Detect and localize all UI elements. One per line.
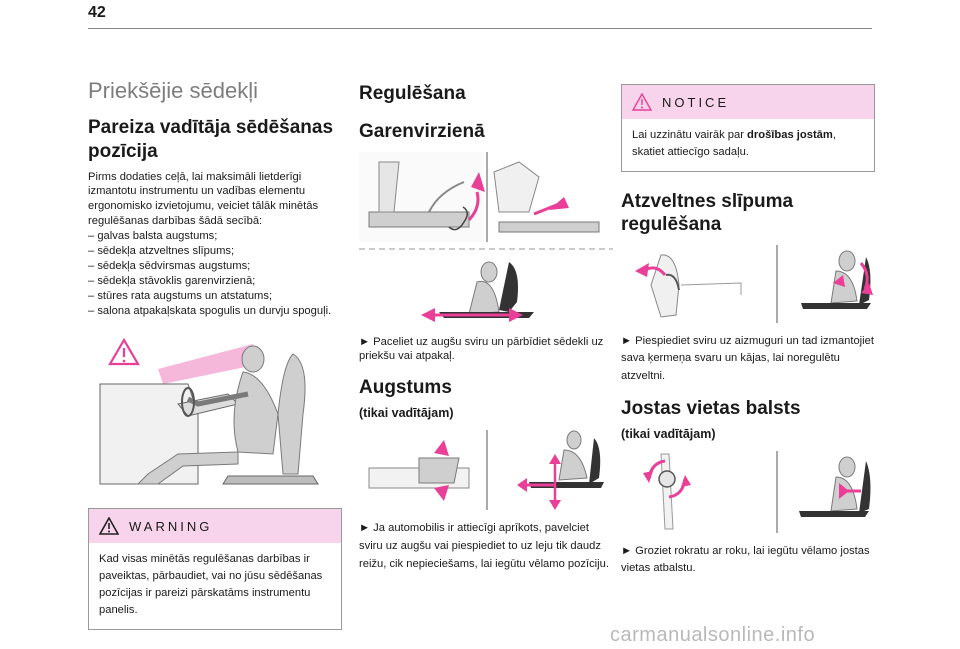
- notice-seatbelt-ref: drošības jostām: [747, 129, 833, 141]
- list-item: – stūres rata augstums un atstatums;: [88, 289, 273, 302]
- header-rule: [88, 28, 872, 29]
- longitudinal-text: ► Paceliet uz augšu sviru un pārbīdiet s…: [359, 335, 604, 363]
- notice-text: Lai uzzinātu vairāk par drošības jostām,…: [622, 119, 874, 171]
- column-1: Priekšējie sēdekļi Pareiza vadītāja sēdē…: [88, 78, 342, 630]
- notice-icon: [632, 93, 652, 111]
- warning-label: WARNING: [129, 518, 213, 534]
- column-2: Regulēšana Garenvirzienā ► Paceliet uz a…: [359, 82, 613, 574]
- watermark: carmanualsonline.info: [610, 624, 816, 646]
- column-3: NOTICE Lai uzzinātu vairāk par drošības …: [621, 84, 875, 578]
- list-item: – galvas balsta augstums;: [88, 230, 218, 243]
- notice-text-start: Lai uzzinātu vairāk par: [632, 129, 748, 141]
- backrest-text: ► Piespiediet sviru uz aizmuguri un tad …: [621, 335, 874, 382]
- lumbar-text: ► Groziet rokratu ar roku, lai iegūtu vē…: [621, 544, 870, 575]
- page-number: 42: [88, 4, 106, 21]
- lumbar-note: (tikai vadītājam): [621, 426, 716, 441]
- notice-box-header: NOTICE: [622, 85, 874, 119]
- longitudinal-heading: Garenvirzienā: [359, 120, 485, 142]
- intro-text: Pirms dodaties ceļā, lai maksimāli lietd…: [88, 170, 319, 228]
- backrest-heading: Atzveltnes slīpuma regulēšana: [621, 190, 794, 236]
- list-item: – salona atpakaļskata spogulis un durvju…: [88, 304, 332, 317]
- height-heading: Augstums: [359, 377, 452, 399]
- warning-box-header: WARNING: [89, 509, 341, 544]
- backrest-illustration: [635, 245, 873, 324]
- notice-box: NOTICE Lai uzzinātu vairāk par drošības …: [621, 84, 875, 172]
- section-title: Priekšējie sēdekļi: [88, 78, 258, 103]
- warning-box: WARNING Kad visas minētās regulēšanas da…: [88, 508, 342, 630]
- notice-text-end: , skatiet attiecīgo sadaļu.: [632, 129, 836, 158]
- warning-triangle-icon: [108, 338, 140, 366]
- adjustment-list: – galvas balsta augstums; – sēdekļa atzv…: [88, 229, 342, 318]
- adjustment-heading: Regulēšana: [359, 83, 466, 104]
- lumbar-illustration: [643, 450, 871, 533]
- longitudinal-illustration: [359, 151, 613, 322]
- list-item: – sēdekļa atzveltnes slīpums;: [88, 244, 235, 257]
- height-note: (tikai vadītājam): [359, 406, 454, 421]
- list-item: – sēdekļa sēdvirsmas augstums;: [88, 259, 251, 272]
- height-illustration: [368, 430, 604, 511]
- driver-position-illustration: [99, 338, 319, 485]
- driving-position-heading: Pareiza vadītāja sēdēšanas pozīcija: [88, 117, 334, 162]
- notice-label: NOTICE: [662, 94, 730, 110]
- warning-icon: [99, 517, 119, 536]
- lumbar-heading: Jostas vietas balsts: [621, 398, 801, 420]
- list-item: – sēdekļa stāvoklis garenvirzienā;: [88, 274, 256, 287]
- height-text: ► Ja automobilis ir attiecīgi aprīkots, …: [359, 522, 609, 570]
- warning-text: Kad visas minētās regulēšanas darbības i…: [99, 553, 323, 616]
